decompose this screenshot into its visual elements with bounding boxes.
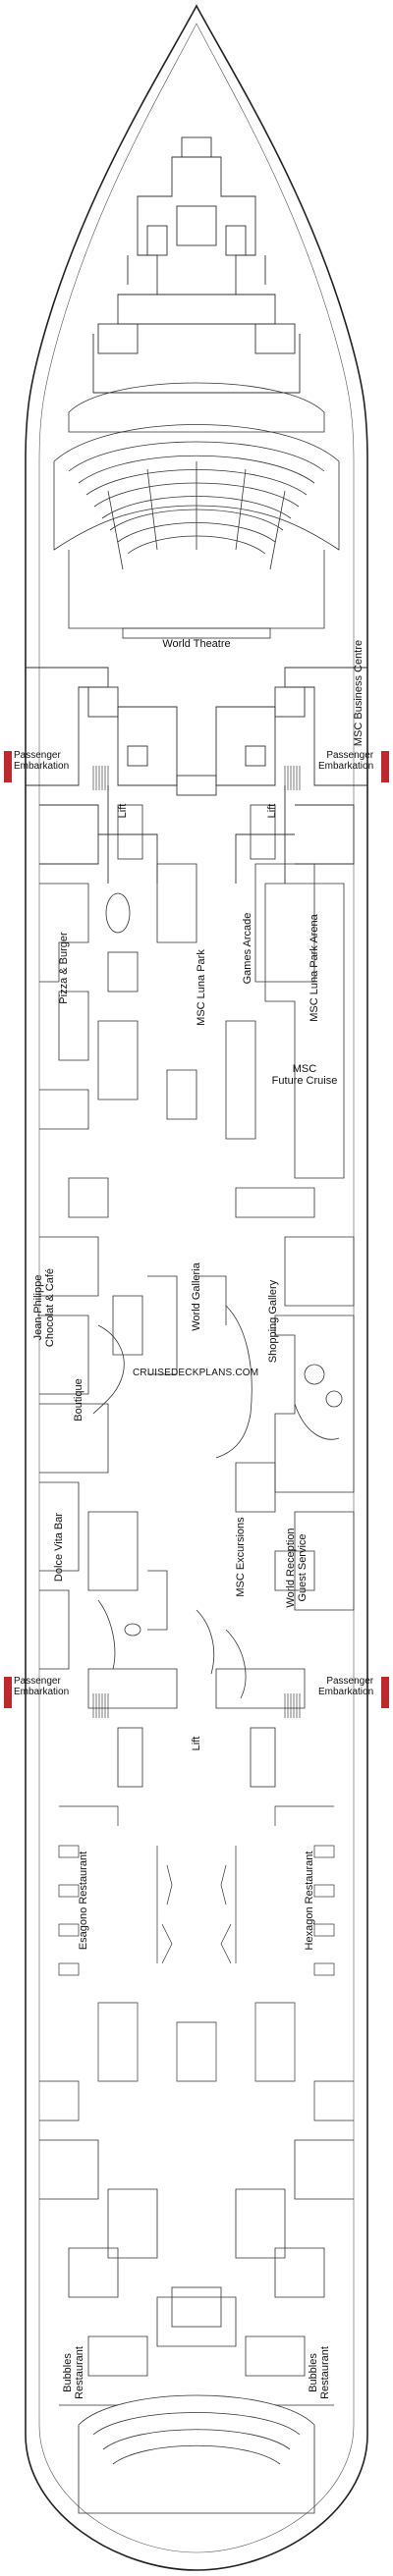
label-games-arcade: Games Arcade (242, 912, 253, 985)
watermark: CRUISEDECKPLANS.COM (133, 1368, 259, 1378)
label-pizza-burger: Pizza & Burger (58, 932, 70, 1004)
label-msc-luna-park: MSC Luna Park (196, 949, 207, 1026)
label-world-galleria: World Galleria (191, 1262, 202, 1331)
label-world-theatre: World Theatre (162, 638, 231, 650)
luna-park-area (39, 863, 345, 1218)
bow-crew-area (92, 136, 301, 394)
label-msc-business-centre: MSC Business Centre (353, 639, 365, 747)
mid-aft-area (39, 1481, 355, 1709)
galleria-shopping-area (39, 1236, 355, 1513)
label-dolce-vita-bar: Dolce Vita Bar (53, 1512, 65, 1583)
stairwells (92, 766, 301, 1718)
aft-area (39, 2139, 354, 2514)
label-hexagon-restaurant: Hexagon Restaurant (304, 1851, 315, 1951)
label-msc-excursions: MSC Excursions (235, 1517, 247, 1597)
label-lift-mid: Lift (191, 1736, 202, 1751)
label-lift-fwd-port: Lift (117, 803, 129, 819)
label-lift-fwd-starboard: Lift (266, 803, 278, 819)
label-msc-luna-park-arena: MSC Luna Park Arena (309, 914, 320, 1022)
world-theatre-area (53, 382, 340, 639)
label-shopping-gallery: Shopping Gallery (267, 1279, 279, 1364)
restaurant-tables (39, 1805, 354, 2121)
embarkation-markers (4, 751, 389, 1708)
inner-hull-line (38, 23, 355, 2553)
label-esagono-restaurant: Esagono Restaurant (78, 1851, 89, 1951)
forward-section-walls (26, 667, 367, 884)
lift-shafts (117, 804, 276, 2328)
hull-outline (25, 4, 368, 2571)
label-boutique: Boutique (73, 1378, 84, 1422)
